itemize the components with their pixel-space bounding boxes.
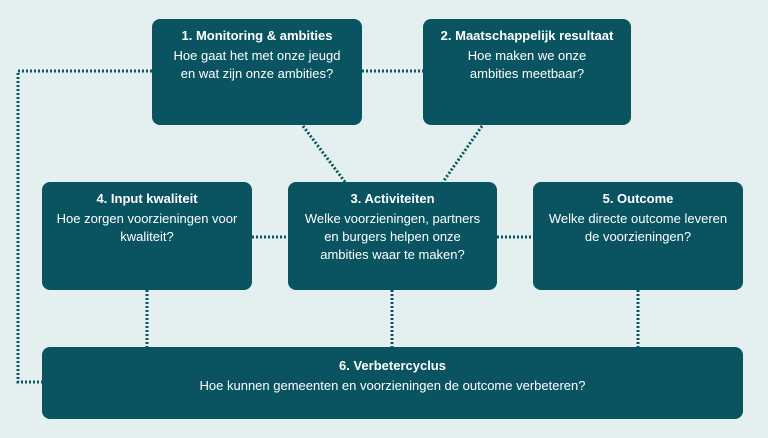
box-title: 5. Outcome (602, 191, 674, 206)
connector-monitoring-verbetercyclus (16, 69, 152, 384)
box-monitoring-ambities: 1. Monitoring & ambities Hoe gaat het me… (152, 19, 362, 125)
box-text-line: Hoe maken we onze (467, 48, 587, 63)
box-text-line: ambities meetbaar? (469, 66, 585, 81)
box-text-line: Hoe kunnen gemeenten en voorzieningen de… (199, 378, 586, 393)
box-title: 4. Input kwaliteit (96, 191, 198, 206)
connector-resultaat-activiteiten (441, 125, 484, 183)
box-text-line: Hoe zorgen voorzieningen voor (56, 211, 238, 226)
box-text-line: ambities waar te maken? (320, 247, 465, 262)
box-text-line: Hoe gaat het met onze jeugd (173, 48, 341, 63)
box-text-line: Welke voorzieningen, partners (304, 211, 481, 226)
box-maatschappelijk-resultaat: 2. Maatschappelijk resultaat Hoe maken w… (423, 19, 631, 125)
connector-monitoring-activiteiten (301, 125, 347, 183)
box-text-line: Welke directe outcome leveren (548, 211, 728, 226)
box-text-line: en wat zijn onze ambities? (180, 66, 334, 81)
box-input-kwaliteit: 4. Input kwaliteit Hoe zorgen voorzienin… (42, 182, 252, 290)
box-title: 2. Maatschappelijk resultaat (440, 28, 614, 43)
box-outcome: 5. Outcome Welke directe outcome leveren… (533, 182, 743, 290)
box-title: 6. Verbetercyclus (339, 358, 446, 373)
box-verbetercyclus: 6. Verbetercyclus Hoe kunnen gemeenten e… (42, 347, 743, 419)
box-title: 1. Monitoring & ambities (181, 28, 333, 43)
box-text-line: en burgers helpen onze (324, 229, 461, 244)
box-text-line: de voorzieningen? (584, 229, 692, 244)
box-text-line: kwaliteit? (120, 229, 174, 244)
box-title: 3. Activiteiten (350, 191, 435, 206)
box-activiteiten: 3. Activiteiten Welke voorzieningen, par… (288, 182, 497, 290)
